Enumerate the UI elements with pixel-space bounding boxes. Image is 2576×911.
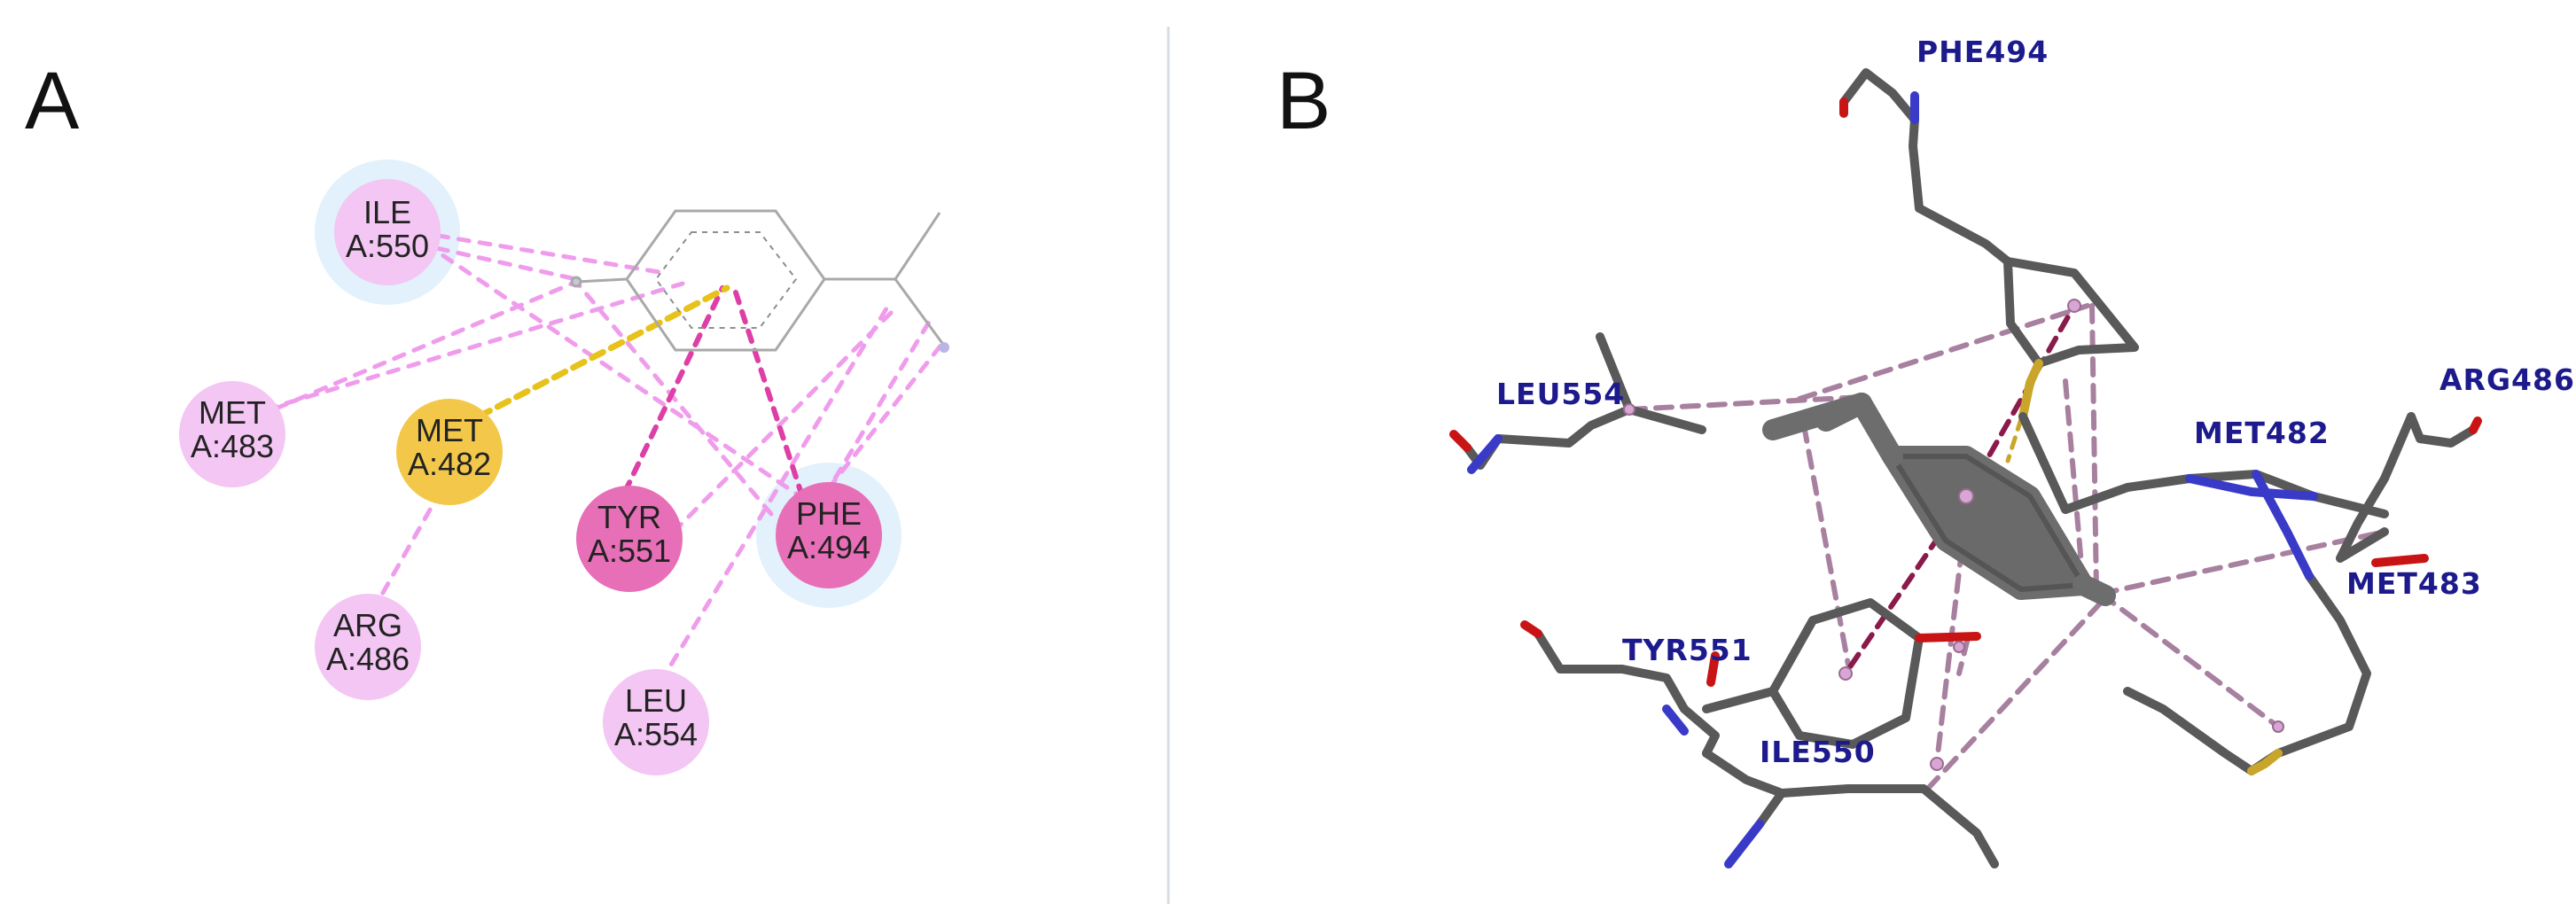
residue-number: A:551 xyxy=(588,533,671,569)
line-met482-ring xyxy=(475,284,730,420)
line-ile550-phe xyxy=(423,241,809,503)
label-met482: MET482 xyxy=(2194,416,2330,450)
panel-b: B xyxy=(1276,35,2575,868)
residue-leu554: LEU A:554 xyxy=(603,669,709,775)
residue-name: MET xyxy=(416,412,483,448)
line-phe-tail-2 xyxy=(813,339,947,508)
residue-ile550: ILE A:550 xyxy=(334,179,441,285)
line-tyr551-ring xyxy=(622,285,725,494)
panel-b-letter: B xyxy=(1276,56,1331,146)
bond-isopropyl-down xyxy=(894,278,946,346)
residue-name: LEU xyxy=(625,682,687,719)
ligand-3d xyxy=(1762,393,2116,606)
line-leu554-tail xyxy=(658,299,894,685)
methyl-atom xyxy=(570,276,582,288)
label-leu554: LEU554 xyxy=(1496,377,1625,411)
panel-a-letter: A xyxy=(25,56,80,146)
label-ile550: ILE550 xyxy=(1760,735,1876,769)
residue-number: A:494 xyxy=(787,529,870,565)
tail-atom xyxy=(939,342,949,353)
ligand-2d xyxy=(570,209,949,353)
residue-name: ILE xyxy=(363,194,411,230)
residue-met483: MET A:483 xyxy=(179,381,285,487)
line-met483-ligand xyxy=(254,279,579,419)
residue-number: A:554 xyxy=(614,716,698,752)
residue-number: A:482 xyxy=(408,446,491,482)
bond-isopropyl-up xyxy=(894,212,941,280)
line-tyr-tail xyxy=(671,306,898,534)
label-tyr551: TYR551 xyxy=(1622,633,1752,667)
residue-phe494: PHE A:494 xyxy=(776,482,882,588)
line-met483-ring xyxy=(263,281,685,412)
interaction-dashes-3d xyxy=(1627,303,2387,796)
residue-met482: MET A:482 xyxy=(396,399,503,505)
residue-sticks xyxy=(1449,68,2482,868)
label-phe494: PHE494 xyxy=(1916,35,2049,69)
residue-tyr551: TYR A:551 xyxy=(576,486,683,592)
residue-number: A:550 xyxy=(346,228,429,264)
line-phe494-ring xyxy=(733,290,805,499)
line-phe-methyl xyxy=(574,279,774,517)
bond-ring-methyl xyxy=(575,277,628,284)
line-ile550-ligand xyxy=(414,230,667,276)
residue-name: MET xyxy=(199,394,266,431)
interaction-lines xyxy=(254,230,947,685)
panel-a: A xyxy=(25,56,949,775)
residue-labels-3d: PHE494 LEU554 ARG486 MET482 MET483 TYR55… xyxy=(1496,35,2575,769)
label-met483: MET483 xyxy=(2346,566,2482,601)
residue-name: ARG xyxy=(333,607,402,643)
residue-name: PHE xyxy=(796,495,862,532)
residue-number: A:486 xyxy=(326,641,410,677)
residue-name: TYR xyxy=(597,499,661,535)
residue-arg486: ARG A:486 xyxy=(315,594,421,700)
label-arg486: ARG486 xyxy=(2439,362,2575,397)
line-phe-tail-1 xyxy=(822,316,933,499)
residue-number: A:483 xyxy=(191,428,274,464)
interaction-centroids xyxy=(1623,299,2284,771)
aromatic-inner-ring xyxy=(654,231,798,329)
line-ile550-methyl xyxy=(414,241,579,282)
